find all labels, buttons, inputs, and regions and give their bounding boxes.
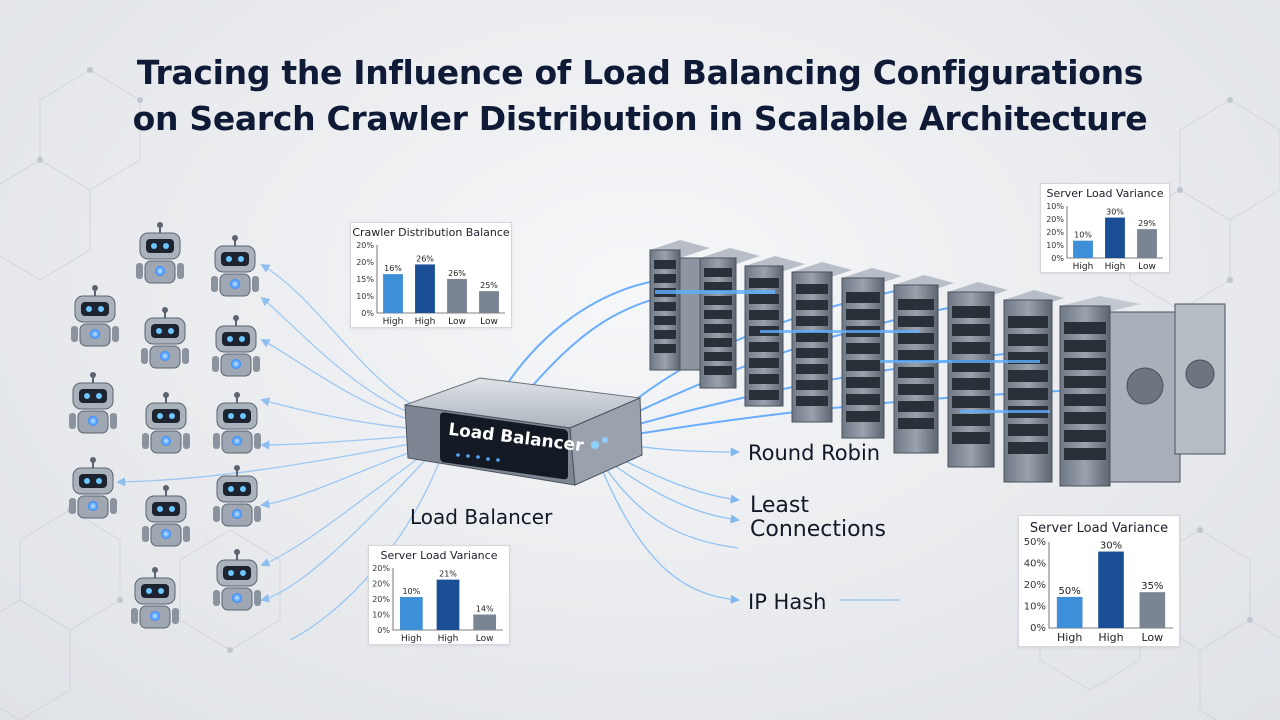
load-balancer-caption: Load Balancer — [410, 505, 553, 529]
chart-axis — [1048, 542, 1173, 629]
y-tick-label: 20% — [372, 580, 390, 589]
page-title: Tracing the Influence of Load Balancing … — [0, 50, 1280, 142]
chart-plot: 0% 10% 20% 40% 50% 50% High 30% High 35% Low — [1024, 537, 1173, 644]
data-label: 25% — [480, 281, 498, 290]
bar — [479, 291, 499, 313]
x-tick-label: High — [1098, 631, 1123, 644]
algorithm-label-least-connections-text: Least Connections — [750, 493, 886, 542]
y-tick-label: 20% — [356, 241, 374, 250]
title-line-1: Tracing the Influence of Load Balancing … — [136, 53, 1144, 92]
chart-plot: 0% 10% 20% 20% 20% 10% High 21% High 14% Low — [372, 564, 503, 644]
y-tick-label: 10% — [1046, 202, 1064, 211]
bar — [1098, 551, 1124, 628]
bar — [473, 614, 497, 630]
y-tick-label: 15% — [356, 275, 374, 284]
y-tick-label: 20% — [1024, 580, 1046, 591]
algorithm-label-least-connections: Least Connections — [750, 494, 920, 542]
y-tick-label: 10% — [356, 292, 374, 301]
x-tick-label: Low — [1141, 631, 1163, 644]
algorithm-label-ip-hash: IP Hash — [748, 590, 827, 614]
y-tick-label: 20% — [1046, 228, 1064, 237]
x-tick-label: High — [415, 317, 436, 327]
x-tick-label: High — [383, 317, 404, 327]
title-line-2: on Search Crawler Distribution in Scalab… — [132, 99, 1148, 138]
y-tick-label: 0% — [377, 626, 390, 635]
y-tick-label: 0% — [1051, 254, 1064, 263]
y-tick-label: 20% — [356, 258, 374, 267]
data-label: 29% — [1138, 219, 1156, 228]
y-tick-label: 10% — [372, 611, 390, 620]
bar — [447, 279, 467, 313]
bar — [1139, 592, 1166, 628]
data-label: 26% — [416, 254, 434, 263]
chart-server-load-variance-bottom-right: Server Load Variance 0% 10% 20% 40% 50% 50% Hi… — [1018, 515, 1180, 647]
y-tick-label: 10% — [1024, 602, 1046, 613]
chart-title: Server Load Variance — [1029, 521, 1169, 536]
x-tick-label: High — [1057, 631, 1082, 644]
x-tick-label: Low — [1138, 262, 1156, 272]
chart-plot: 0% 10% 15% 20% 20% 16% High 26% High 26% Low 25% Low — [356, 241, 505, 327]
data-label: 21% — [439, 570, 457, 579]
chart-title: Crawler Distribution Balance — [352, 226, 510, 239]
data-label: 16% — [384, 264, 402, 273]
algorithm-label-round-robin: Round Robin — [748, 441, 881, 465]
x-tick-label: Low — [476, 634, 494, 644]
chart-crawler-distribution: Crawler Distribution Balance 0% 10% 15% 20%… — [350, 222, 512, 328]
y-tick-label: 20% — [1046, 215, 1064, 224]
y-tick-label: 20% — [372, 564, 390, 573]
data-label: 10% — [402, 587, 420, 596]
x-tick-label: High — [401, 634, 422, 644]
bar — [1137, 229, 1157, 258]
chart-server-load-variance-top-right: Server Load Variance 0% 10% 20% 20% 10% 10% Hi… — [1040, 183, 1170, 273]
bar — [399, 597, 423, 630]
y-tick-label: 50% — [1024, 537, 1046, 548]
chart-title: Server Load Variance — [1046, 187, 1164, 200]
x-tick-label: High — [1073, 262, 1094, 272]
x-tick-label: Low — [480, 317, 498, 327]
chart-axis — [392, 568, 503, 631]
bar — [436, 579, 460, 630]
data-label: 26% — [448, 269, 466, 278]
x-tick-label: High — [438, 634, 459, 644]
y-tick-label: 20% — [372, 595, 390, 604]
x-tick-label: Low — [448, 317, 466, 327]
bar — [383, 274, 403, 313]
bar — [1073, 240, 1093, 258]
data-label: 30% — [1100, 541, 1122, 552]
y-tick-label: 40% — [1024, 559, 1046, 570]
chart-server-load-variance-bottom-left: Server Load Variance 0% 10% 20% 20% 20% 10% Hi… — [368, 545, 510, 645]
chart-title: Server Load Variance — [380, 549, 498, 562]
y-tick-label: 10% — [1046, 241, 1064, 250]
bar — [1105, 217, 1125, 258]
data-label: 35% — [1141, 581, 1163, 592]
chart-plot: 0% 10% 20% 20% 10% 10% High 30% High 29% Low — [1046, 202, 1163, 272]
chart-axis — [1066, 206, 1163, 259]
bar — [1056, 596, 1083, 628]
data-label: 50% — [1059, 586, 1081, 597]
data-label: 14% — [476, 605, 494, 614]
y-tick-label: 0% — [1030, 623, 1046, 634]
y-tick-label: 0% — [361, 309, 374, 318]
data-label: 10% — [1074, 231, 1092, 240]
data-label: 30% — [1106, 208, 1124, 217]
bar — [415, 264, 435, 313]
x-tick-label: High — [1105, 262, 1126, 272]
